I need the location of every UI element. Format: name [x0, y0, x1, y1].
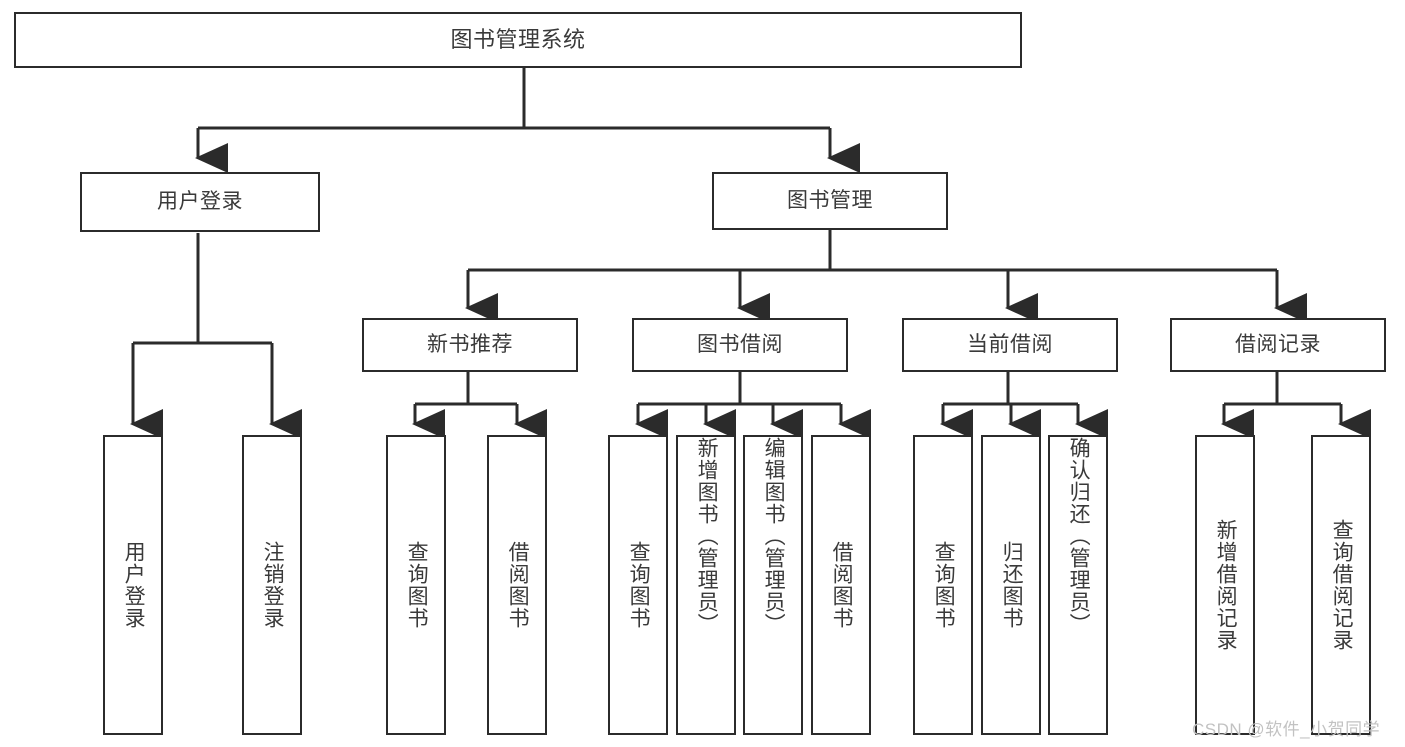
csdn-watermark: CSDN @软件_小贺同学: [1192, 720, 1381, 739]
leaf-label: 编辑图书（管理员）: [762, 437, 786, 635]
leaf-current-confirm-return[interactable]: 确认归还（管理员）: [1048, 435, 1108, 735]
leaf-current-query-book[interactable]: 查询图书: [913, 435, 973, 735]
leaf-user-login-logout[interactable]: 注销登录: [242, 435, 302, 735]
leaf-label: 查询图书: [405, 541, 429, 629]
leaf-label: 查询图书: [932, 541, 956, 629]
leaf-label: 新增借阅记录: [1214, 519, 1238, 651]
node-borrow-record[interactable]: 借阅记录: [1170, 318, 1386, 372]
leaf-label: 确认归还（管理员）: [1067, 437, 1091, 635]
leaf-recommend-query-book[interactable]: 查询图书: [386, 435, 446, 735]
node-user-login-label: 用户登录: [157, 190, 243, 214]
node-new-book-recommend[interactable]: 新书推荐: [362, 318, 578, 372]
leaf-borrow-query-book[interactable]: 查询图书: [608, 435, 668, 735]
node-root-label: 图书管理系统: [450, 26, 586, 52]
node-book-borrow[interactable]: 图书借阅: [632, 318, 848, 372]
leaf-label: 查询借阅记录: [1330, 519, 1354, 651]
node-user-login[interactable]: 用户登录: [80, 172, 320, 232]
node-current-borrow[interactable]: 当前借阅: [902, 318, 1118, 372]
node-book-manage-label: 图书管理: [787, 189, 873, 213]
node-current-borrow-label: 当前借阅: [967, 333, 1053, 357]
leaf-label: 新增图书（管理员）: [695, 437, 719, 635]
leaf-borrow-borrow-book[interactable]: 借阅图书: [811, 435, 871, 735]
leaf-user-login-login[interactable]: 用户登录: [103, 435, 163, 735]
node-book-manage[interactable]: 图书管理: [712, 172, 948, 230]
node-root[interactable]: 图书管理系统: [14, 12, 1022, 68]
leaf-record-add-record[interactable]: 新增借阅记录: [1195, 435, 1255, 735]
leaf-borrow-add-book[interactable]: 新增图书（管理员）: [676, 435, 736, 735]
node-book-borrow-label: 图书借阅: [697, 333, 783, 357]
leaf-recommend-borrow-book[interactable]: 借阅图书: [487, 435, 547, 735]
leaf-label: 归还图书: [1000, 541, 1024, 629]
leaf-current-return-book[interactable]: 归还图书: [981, 435, 1041, 735]
leaf-label: 用户登录: [122, 541, 146, 629]
leaf-record-query-record[interactable]: 查询借阅记录: [1311, 435, 1371, 735]
leaf-label: 查询图书: [627, 541, 651, 629]
leaf-borrow-edit-book[interactable]: 编辑图书（管理员）: [743, 435, 803, 735]
node-borrow-record-label: 借阅记录: [1235, 333, 1321, 357]
leaf-label: 借阅图书: [506, 541, 530, 629]
leaf-label: 借阅图书: [830, 541, 854, 629]
node-new-book-recommend-label: 新书推荐: [427, 333, 513, 357]
leaf-label: 注销登录: [261, 541, 285, 629]
